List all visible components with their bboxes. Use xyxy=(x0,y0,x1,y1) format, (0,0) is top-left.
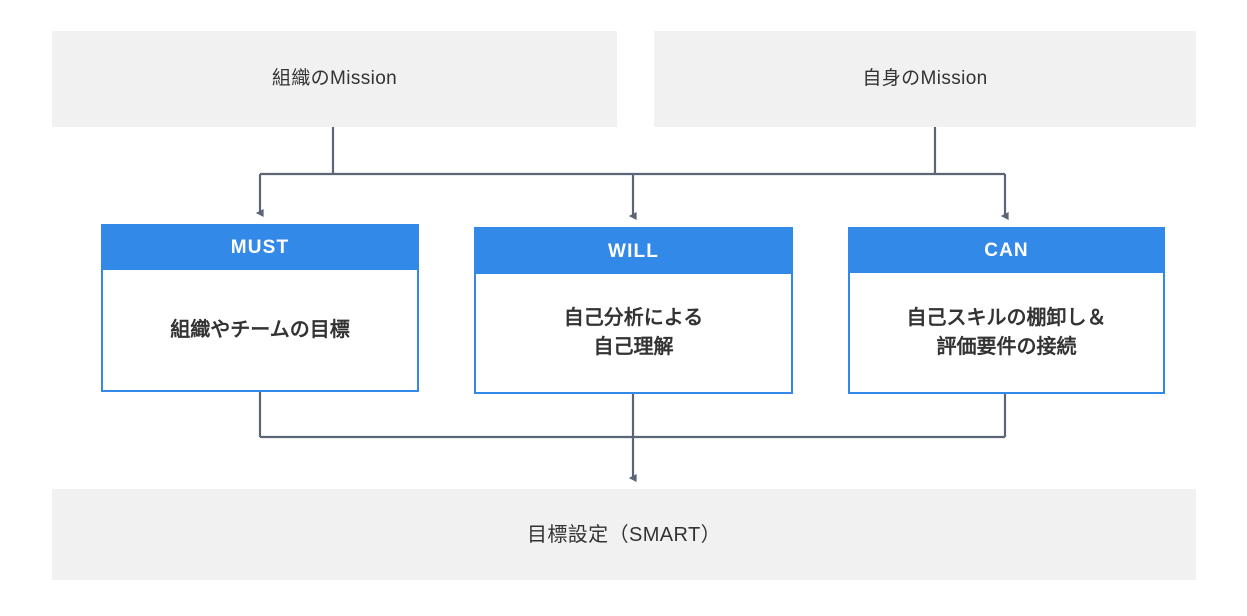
mission-box-self: 自身のMission xyxy=(654,31,1196,127)
card-will: WILL 自己分析による 自己理解 xyxy=(474,227,793,394)
card-will-body: 自己分析による 自己理解 xyxy=(476,274,791,392)
card-must-body-text: 組織やチームの目標 xyxy=(170,318,350,341)
card-can: CAN 自己スキルの棚卸し＆ 評価要件の接続 xyxy=(848,227,1165,394)
mission-box-organization-label: 組織のMission xyxy=(271,67,398,89)
mission-box-self-label: 自身のMission xyxy=(862,67,988,89)
mission-box-organization: 組織のMission xyxy=(52,31,617,127)
goal-setting-box: 目標設定（SMART） xyxy=(52,489,1196,580)
card-will-header: WILL xyxy=(476,229,791,274)
card-must-body: 組織やチームの目標 xyxy=(103,270,417,390)
goal-setting-label: 目標設定（SMART） xyxy=(526,523,722,546)
card-can-body: 自己スキルの棚卸し＆ 評価要件の接続 xyxy=(850,273,1163,392)
card-can-body-text: 自己スキルの棚卸し＆ 評価要件の接続 xyxy=(906,306,1107,358)
card-will-body-text: 自己分析による 自己理解 xyxy=(563,307,704,358)
card-must-header: MUST xyxy=(103,226,417,270)
card-must: MUST 組織やチームの目標 xyxy=(101,224,419,392)
card-can-header: CAN xyxy=(850,229,1163,273)
